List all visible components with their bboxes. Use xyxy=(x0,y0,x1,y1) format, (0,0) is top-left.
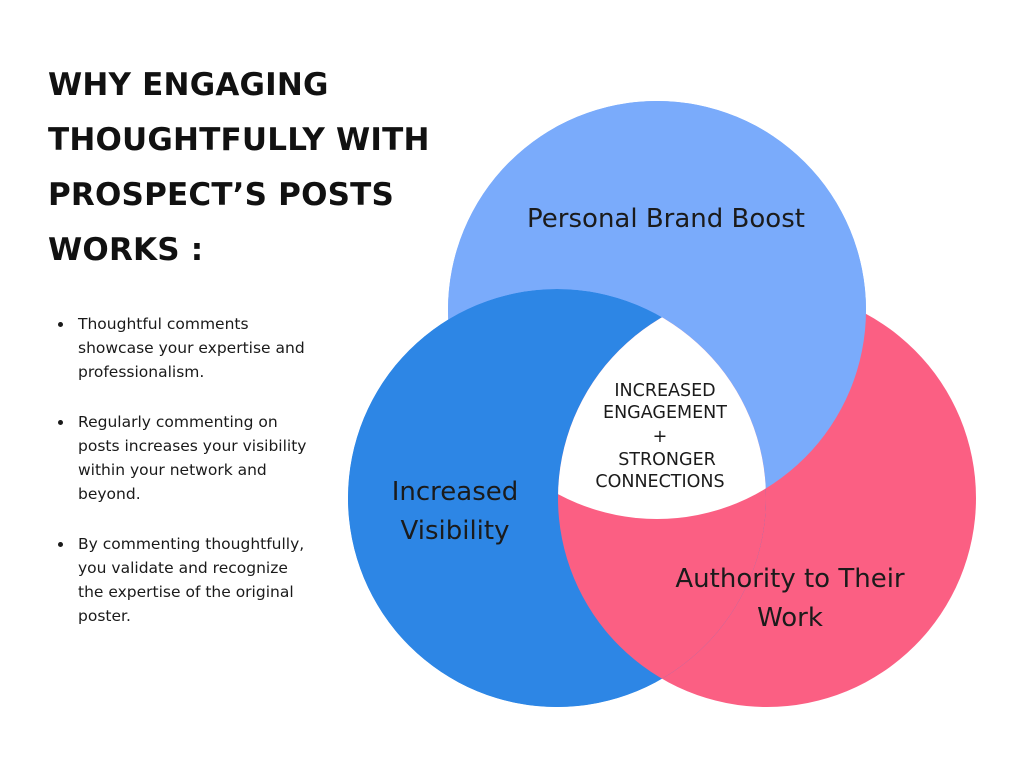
list-item: Regularly commenting on posts increases … xyxy=(52,410,312,506)
venn-center-label-line3: + xyxy=(653,427,668,447)
benefit-list: Thoughtful comments showcase your expert… xyxy=(52,312,312,628)
bullet-icon xyxy=(58,420,63,425)
list-item-text: Thoughtful comments showcase your expert… xyxy=(78,315,305,381)
venn-label-visibility-line2: Visibility xyxy=(401,516,510,546)
list-item: Thoughtful comments showcase your expert… xyxy=(52,312,312,384)
page-title: WHY ENGAGING THOUGHTFULLY WITH PROSPECT’… xyxy=(48,67,430,268)
venn-label-visibility-line1: Increased xyxy=(392,477,519,507)
list-item-text: By commenting thoughtfully, you validate… xyxy=(78,535,305,625)
list-item-text: Regularly commenting on posts increases … xyxy=(78,413,307,503)
venn-center-label-line1: INCREASED xyxy=(614,381,715,401)
venn-label-personal-brand: Personal Brand Boost xyxy=(527,204,805,234)
venn-center-label-line2: ENGAGEMENT xyxy=(603,403,727,423)
venn-label-authority-line2: Work xyxy=(757,603,823,633)
venn-label-authority-line1: Authority to Their xyxy=(675,564,905,594)
bullet-icon xyxy=(58,322,63,327)
venn-center-label-line5: CONNECTIONS xyxy=(595,472,724,492)
venn-center-label-line4: STRONGER xyxy=(618,450,716,470)
venn-center-intersection xyxy=(558,289,766,519)
bullet-icon xyxy=(58,542,63,547)
list-item: By commenting thoughtfully, you validate… xyxy=(52,532,312,628)
